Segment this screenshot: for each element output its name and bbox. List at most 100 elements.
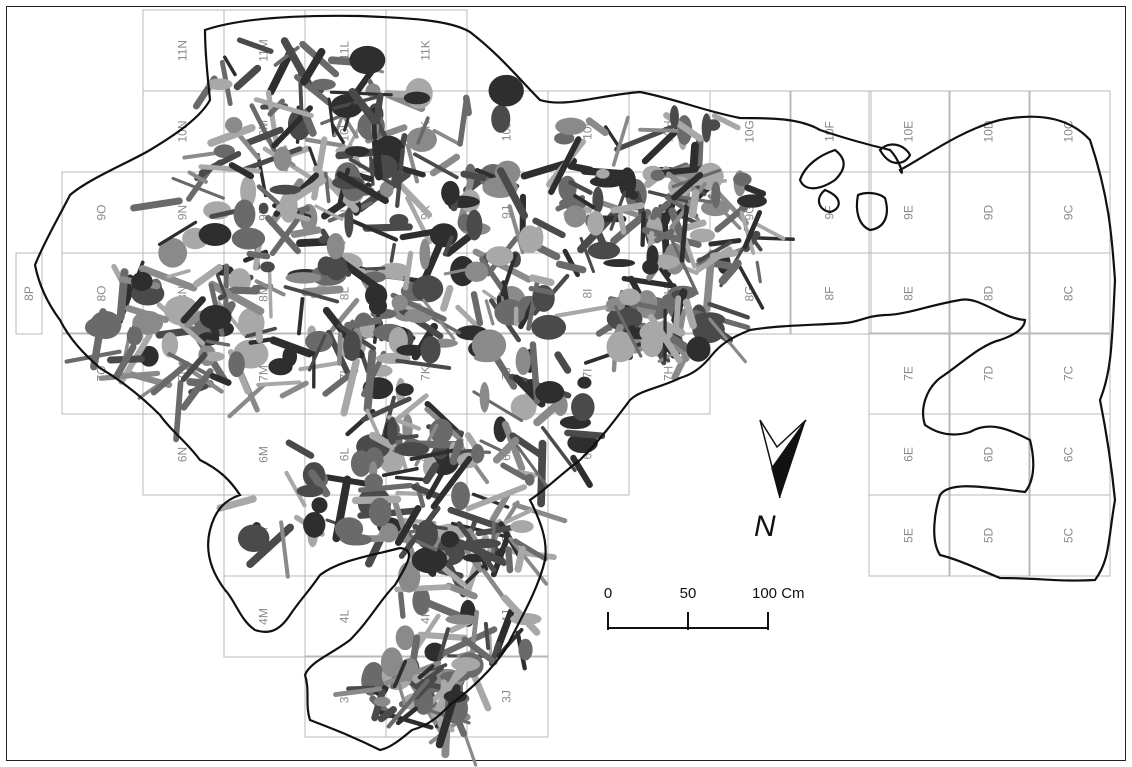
grid-label: 9D <box>982 204 996 220</box>
skull-or-bone-cluster <box>706 119 721 131</box>
bone-fragment <box>500 462 528 481</box>
grid-cell <box>948 494 1031 577</box>
bone-fragment <box>413 666 444 689</box>
bone-fragment <box>697 240 733 263</box>
bone-fragment <box>457 539 506 566</box>
skull-or-bone-cluster <box>445 614 479 625</box>
bone-fragment <box>125 305 169 324</box>
bone-fragment <box>173 380 184 443</box>
bone-fragment <box>708 238 742 247</box>
bone-fragment <box>233 64 262 91</box>
skull-or-bone-cluster <box>231 227 266 250</box>
bone-fragment <box>113 343 137 380</box>
grid-cell <box>1028 252 1111 335</box>
bone-fragment <box>178 361 224 394</box>
grid-label: 6L <box>338 448 352 462</box>
bone-fragment <box>425 467 447 500</box>
skull-or-bone-cluster <box>473 352 501 363</box>
bone-fragment <box>222 55 237 77</box>
bone-fragment <box>209 372 232 386</box>
skull-or-bone-cluster <box>396 344 426 356</box>
skull-or-bone-cluster <box>318 235 329 245</box>
skull-or-bone-cluster <box>213 144 235 158</box>
bone-fragment <box>157 220 198 247</box>
bone-fragment <box>668 207 694 263</box>
bone-fragment <box>496 167 529 220</box>
bone-fragment <box>323 171 331 204</box>
grid-label: 10D <box>982 120 996 142</box>
skull-or-bone-cluster <box>441 180 460 205</box>
bone-fragment <box>187 170 208 184</box>
bone-fragment <box>739 210 756 255</box>
skull-or-bone-cluster <box>303 511 326 538</box>
bone-fragment <box>254 318 264 344</box>
bone-fragment <box>611 115 630 167</box>
bone-fragment <box>695 246 733 273</box>
bone-fragment <box>682 298 697 330</box>
bone-fragment <box>166 269 191 279</box>
bone-fragment <box>377 706 397 723</box>
bone-fragment <box>682 237 697 269</box>
bone-fragment <box>429 153 461 177</box>
bone-fragment <box>415 539 438 552</box>
skull-or-bone-cluster <box>198 222 232 247</box>
bone-fragment <box>483 621 491 651</box>
skull-or-bone-cluster <box>491 104 511 133</box>
bone-fragment <box>331 123 346 145</box>
bone-fragment <box>465 484 527 512</box>
bone-fragment <box>460 170 487 182</box>
bone-fragment <box>249 103 277 153</box>
skull-or-bone-cluster <box>380 647 403 678</box>
bone-fragment <box>514 545 526 573</box>
bone-fragment <box>437 627 451 662</box>
grid-label: 9C <box>1062 204 1076 220</box>
bone-fragment <box>98 370 161 381</box>
bone-fragment <box>430 455 473 510</box>
grid-label: 3J <box>500 690 514 703</box>
bone-fragment <box>501 594 541 636</box>
bone-fragment <box>264 215 301 255</box>
grid-label: 10F <box>823 121 837 142</box>
bone-fragment <box>308 469 331 498</box>
bone-fragment <box>242 146 303 172</box>
skull-or-bone-cluster <box>349 45 386 75</box>
bone-fragment <box>533 401 561 427</box>
skull-or-bone-cluster <box>285 272 322 284</box>
skull-or-bone-cluster <box>225 117 243 134</box>
bone-fragment <box>180 296 206 324</box>
bone-fragment <box>548 136 582 196</box>
skull-or-bone-cluster <box>379 523 399 543</box>
skull-or-bone-cluster <box>470 538 501 549</box>
skull-or-bone-cluster <box>471 329 507 362</box>
grid-cell <box>15 252 43 335</box>
grid-label: 6N <box>176 447 190 462</box>
bone-fragment <box>208 280 265 316</box>
grid-label: 5E <box>902 528 916 543</box>
bone-fragment <box>371 139 383 181</box>
bone-fragment <box>373 92 384 125</box>
grid-cell <box>868 252 951 335</box>
skull-or-bone-cluster <box>737 194 767 208</box>
bone-fragment <box>402 250 414 291</box>
bone-fragment <box>470 291 484 327</box>
skull-or-bone-cluster <box>334 517 364 541</box>
skull-or-bone-cluster <box>587 241 621 260</box>
skull-or-bone-cluster <box>531 314 567 340</box>
bone-fragment <box>269 336 314 358</box>
bone-fragment <box>443 264 485 276</box>
bone-fragment <box>617 209 627 235</box>
grid-cell <box>789 252 872 335</box>
bone-fragment <box>694 135 704 174</box>
bone-fragment <box>718 259 742 285</box>
bone-fragment <box>491 520 496 555</box>
scale-label-50: 50 <box>680 585 697 602</box>
scale-label-0: 0 <box>604 585 612 602</box>
bone-fragment <box>348 87 379 125</box>
bone-fragment <box>256 380 302 387</box>
bone-fragment <box>343 102 354 132</box>
bone-fragment <box>64 349 122 364</box>
bone-fragment <box>337 332 343 366</box>
grid-label: 6I <box>581 449 595 459</box>
bone-fragment <box>279 520 290 579</box>
bone-fragment <box>389 242 397 263</box>
